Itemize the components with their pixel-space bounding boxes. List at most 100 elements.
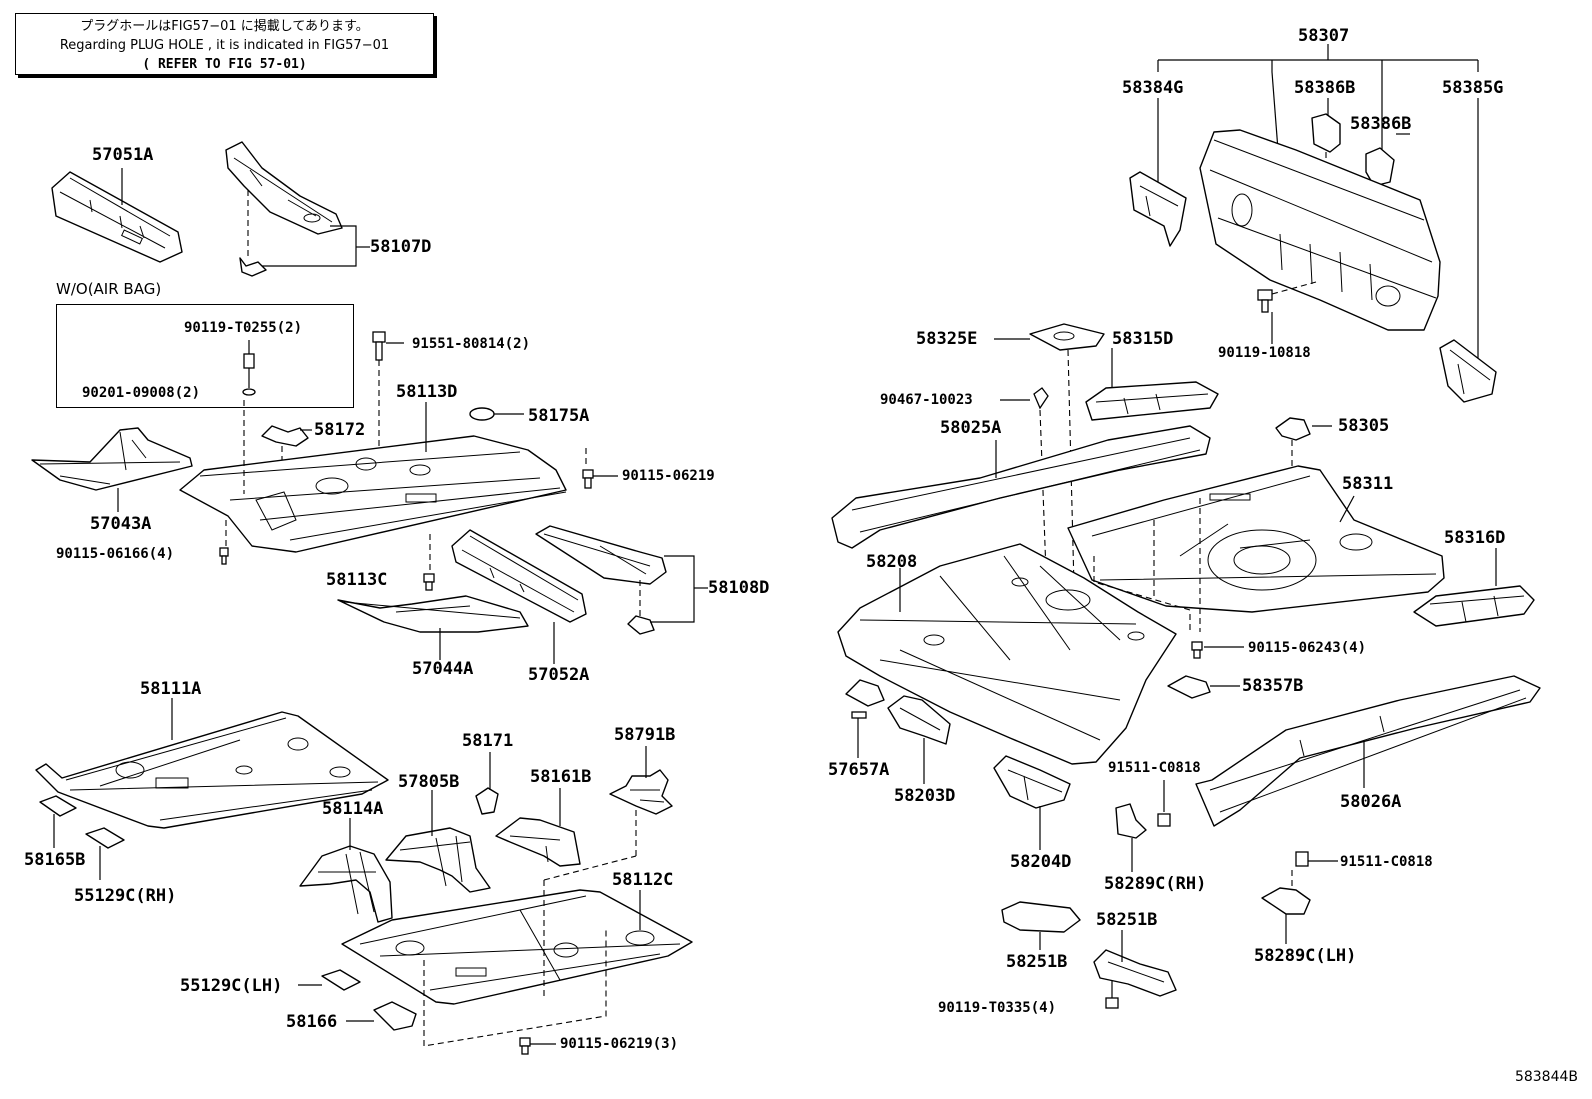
part-58315D-drawing — [1085, 381, 1219, 421]
label-58166: 58166 — [286, 1012, 338, 1032]
label-57805B: 57805B — [398, 772, 460, 792]
part-57805B-drawing — [385, 827, 491, 893]
label-57043A: 57043A — [90, 514, 152, 534]
label-58208: 58208 — [866, 552, 918, 572]
bolt-90115-06166-drawing — [219, 547, 229, 565]
label-90115-06219: 90115-06219 — [622, 468, 715, 484]
part-58307-drawing — [1199, 129, 1441, 331]
part-57043A-drawing — [31, 427, 193, 491]
label-57052A: 57052A — [528, 665, 590, 685]
part-55129C-RH-drawing — [85, 827, 125, 849]
label-91551-80814: 91551-80814(2) — [412, 336, 531, 352]
part-58026A-drawing — [1195, 675, 1541, 827]
label-91511-C0818-a: 91511-C0818 — [1108, 760, 1201, 776]
figure-id: 583844B — [1514, 1069, 1578, 1085]
group-58307-bracket — [1157, 44, 1479, 72]
part-58175A-drawing — [469, 407, 495, 421]
label-58112C: 58112C — [612, 870, 674, 890]
label-58315D: 58315D — [1112, 329, 1174, 349]
label-58311: 58311 — [1342, 474, 1394, 494]
label-58203D: 58203D — [894, 786, 956, 806]
label-58025A: 58025A — [940, 418, 1002, 438]
bolt-90119-T0335-drawing — [1105, 997, 1119, 1009]
label-58111A: 58111A — [140, 679, 202, 699]
part-58357B-drawing — [1167, 675, 1211, 699]
label-58107D: 58107D — [370, 237, 432, 257]
part-58325E-drawing — [1029, 323, 1105, 351]
label-58114A: 58114A — [322, 799, 384, 819]
part-58251B-pad-drawing — [1001, 901, 1081, 933]
part-58172-drawing — [261, 425, 309, 447]
part-57657A-drawing — [845, 679, 885, 719]
label-57657A: 57657A — [828, 760, 890, 780]
label-58289C-LH: 58289C(LH) — [1254, 946, 1357, 966]
label-90201-09008: 90201-09008(2) — [82, 385, 201, 401]
part-58165B-drawing — [39, 795, 77, 817]
bolt-90115-06219-drawing — [582, 469, 594, 489]
label-58165B: 58165B — [24, 850, 86, 870]
label-58386B-side: 58386B — [1350, 114, 1412, 134]
part-58305-drawing — [1275, 417, 1311, 441]
label-58386B-top: 58386B — [1294, 78, 1356, 98]
label-58316D: 58316D — [1444, 528, 1506, 548]
part-58208-drawing — [837, 543, 1177, 765]
bolt-90115-06219-3-drawing — [519, 1037, 531, 1055]
label-55129C-LH: 55129C(LH) — [180, 976, 283, 996]
inset-caption: W/O(AIR BAG) — [56, 280, 162, 298]
label-91511-C0818-b: 91511-C0818 — [1340, 854, 1433, 870]
plug-hole-note: プラグホールはFIG57−01 に掲載してあります。 Regarding PLU… — [15, 13, 434, 75]
label-55129C-RH: 55129C(RH) — [74, 886, 177, 906]
part-58386B-1-drawing — [1311, 113, 1341, 153]
part-58203D-drawing — [887, 695, 951, 745]
bolt-91551-drawing — [372, 331, 404, 361]
label-58113D: 58113D — [396, 382, 458, 402]
part-58166-drawing — [373, 1001, 417, 1031]
label-58357B: 58357B — [1242, 676, 1304, 696]
part-58112C-drawing — [341, 889, 693, 1005]
label-57044A: 57044A — [412, 659, 474, 679]
part-58204D-drawing — [993, 755, 1071, 809]
label-90119-T0335: 90119-T0335(4) — [938, 1000, 1057, 1016]
nut-91511-b-drawing — [1295, 851, 1309, 867]
clip-90467-drawing — [1033, 387, 1049, 410]
airbag-inset-box — [56, 304, 354, 408]
label-58384G: 58384G — [1122, 78, 1184, 98]
label-58251B-bar: 58251B — [1096, 910, 1158, 930]
part-57052A-drawing — [451, 529, 587, 623]
label-58251B-pad: 58251B — [1006, 952, 1068, 972]
label-90467-10023: 90467-10023 — [880, 392, 973, 408]
part-58311-drawing — [1067, 465, 1445, 613]
label-90115-06243: 90115-06243(4) — [1248, 640, 1367, 656]
note-line-english: Regarding PLUG HOLE , it is indicated in… — [59, 38, 390, 53]
part-58107D-drawing — [225, 141, 343, 277]
label-58204D: 58204D — [1010, 852, 1072, 872]
label-58171: 58171 — [462, 731, 514, 751]
part-57051A-drawing — [51, 171, 183, 263]
part-58289C-RH-drawing — [1115, 803, 1147, 839]
part-58386B-2-drawing — [1365, 147, 1395, 187]
label-90115-06219-3: 90115-06219(3) — [560, 1036, 679, 1052]
label-58289C-RH: 58289C(RH) — [1104, 874, 1207, 894]
part-58251B-bar-drawing — [1093, 949, 1177, 997]
note-line-refer: ( REFER TO FIG 57-01) — [142, 57, 307, 72]
part-58385G-drawing — [1439, 339, 1497, 403]
part-58111A-drawing — [35, 711, 389, 829]
label-58307: 58307 — [1298, 26, 1350, 46]
label-90119-T0255: 90119-T0255(2) — [184, 320, 303, 336]
inset-fasteners-drawing — [242, 340, 256, 396]
label-58305: 58305 — [1338, 416, 1390, 436]
note-line-japanese: プラグホールはFIG57−01 に掲載してあります。 — [80, 19, 369, 34]
part-58316D-drawing — [1413, 585, 1535, 627]
label-58113C: 58113C — [326, 570, 388, 590]
label-58325E: 58325E — [916, 329, 978, 349]
label-90115-06166: 90115-06166(4) — [56, 546, 175, 562]
part-58161B-drawing — [495, 817, 581, 867]
label-58172: 58172 — [314, 420, 366, 440]
label-90119-10818: 90119-10818 — [1218, 345, 1311, 361]
part-58025A-drawing — [831, 425, 1211, 549]
part-55129C-LH-drawing — [321, 969, 361, 991]
part-58384G-drawing — [1129, 171, 1187, 247]
part-58171-drawing — [475, 787, 499, 815]
part-58108D-drawing — [535, 525, 667, 635]
